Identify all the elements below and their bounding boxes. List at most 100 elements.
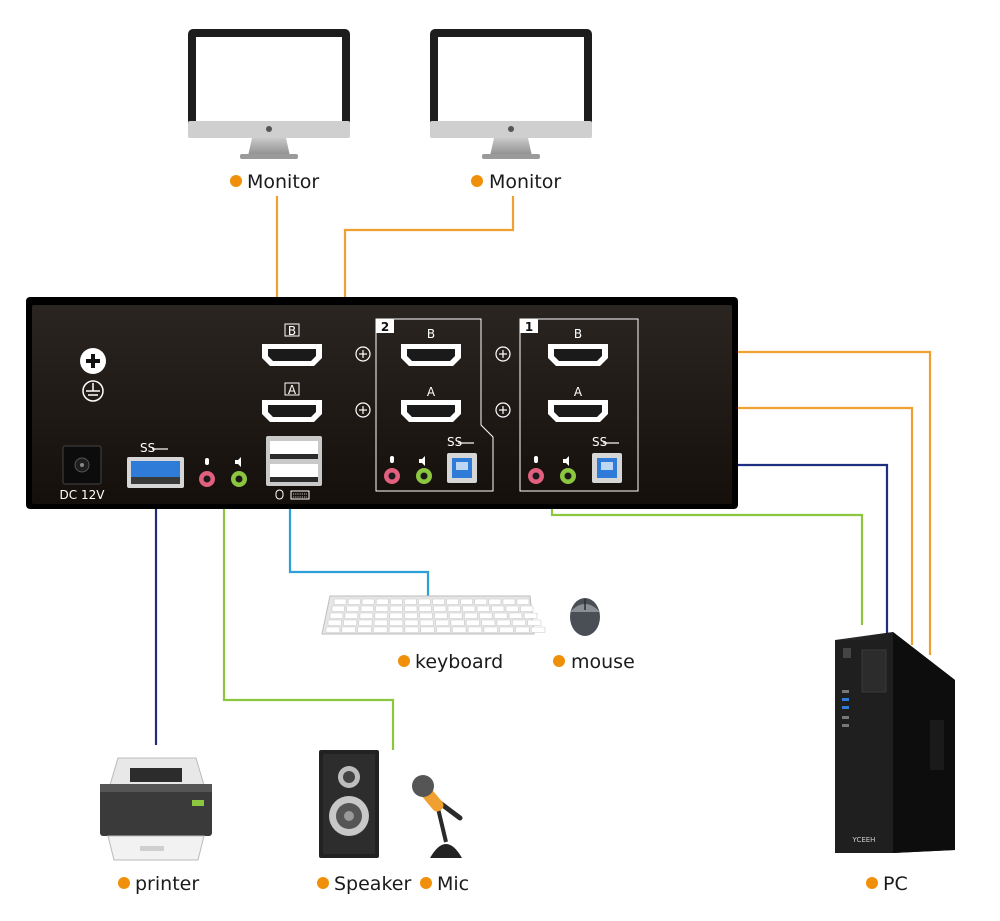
keyboard-key bbox=[346, 605, 360, 612]
mouse-label: mouse bbox=[571, 651, 635, 673]
screw-icon bbox=[495, 402, 511, 418]
keyboard-key bbox=[327, 619, 342, 626]
monitor-a-label: Monitor bbox=[489, 171, 561, 193]
keyboard-key bbox=[508, 612, 523, 619]
keyboard-key bbox=[358, 619, 373, 626]
microphone-illustration bbox=[412, 775, 463, 858]
group-1-number: 1 bbox=[525, 320, 533, 334]
out-a-label: A bbox=[288, 383, 297, 397]
printer-label: printer bbox=[135, 873, 199, 895]
keyboard-key bbox=[343, 619, 358, 626]
keyboard-key bbox=[523, 612, 538, 619]
keyboard-key bbox=[404, 626, 419, 633]
hdmi-out-b: B bbox=[262, 323, 322, 366]
screw-icon bbox=[355, 402, 371, 418]
bullet-icon bbox=[118, 877, 130, 889]
out-b-label: B bbox=[288, 324, 296, 338]
ground-screw-icon bbox=[80, 348, 106, 402]
port-group-2: 2 B A SS bbox=[375, 318, 494, 492]
keyboard-key bbox=[451, 626, 467, 633]
keyboard-key bbox=[360, 605, 374, 612]
keyboard-key bbox=[496, 619, 511, 626]
speaker-jack bbox=[231, 457, 247, 487]
monitor-b bbox=[188, 29, 350, 159]
keyboard-key bbox=[446, 598, 460, 605]
pc-label: PC bbox=[883, 873, 908, 895]
pc-brand: YCEEH bbox=[852, 836, 876, 844]
usb3-port: SS bbox=[127, 441, 184, 488]
keyboard-key bbox=[419, 619, 434, 626]
keyboard-key bbox=[530, 626, 546, 633]
dc-power-jack bbox=[62, 445, 102, 485]
keyboard-key bbox=[375, 605, 389, 612]
keyboard-key bbox=[359, 612, 374, 619]
keyboard-key bbox=[491, 605, 505, 612]
keyboard-key bbox=[331, 605, 345, 612]
keyboard-key bbox=[464, 612, 478, 619]
keyboard-key bbox=[462, 605, 476, 612]
keyboard-key bbox=[404, 619, 419, 626]
keyboard-key bbox=[419, 612, 433, 619]
keyboard-key bbox=[325, 626, 341, 633]
keyboard-key bbox=[493, 612, 508, 619]
mic-label: Mic bbox=[437, 873, 469, 895]
dc-label: DC 12V bbox=[60, 488, 106, 502]
usb2-port-stack bbox=[266, 436, 322, 486]
bullet-icon bbox=[420, 877, 432, 889]
keyboard-key bbox=[357, 626, 372, 633]
group-2-number: 2 bbox=[381, 320, 389, 334]
keyboard-key bbox=[404, 605, 418, 612]
keyboard-key bbox=[435, 619, 450, 626]
mouse-keyboard-icon bbox=[275, 489, 310, 500]
audio-cable-speaker bbox=[222, 488, 395, 750]
keyboard-key bbox=[420, 626, 435, 633]
keyboard-key bbox=[465, 619, 480, 626]
bullet-icon bbox=[471, 175, 483, 187]
group-1-b-label: B bbox=[574, 327, 582, 341]
keyboard-key bbox=[388, 626, 404, 633]
bullet-icon bbox=[866, 877, 878, 889]
keyboard-key bbox=[404, 612, 418, 619]
keyboard-key bbox=[361, 598, 375, 605]
keyboard-key bbox=[460, 598, 474, 605]
group-2-a-label: A bbox=[427, 385, 436, 399]
monitor-a bbox=[430, 29, 592, 159]
keyboard-key bbox=[329, 612, 344, 619]
mic-jack bbox=[199, 458, 215, 487]
keyboard-key bbox=[481, 619, 496, 626]
keyboard-key bbox=[418, 605, 432, 612]
usb-ss-label: SS bbox=[447, 435, 462, 449]
keyboard-key bbox=[433, 605, 447, 612]
keyboard-key bbox=[474, 598, 488, 605]
keyboard-key bbox=[389, 619, 404, 626]
printer-illustration bbox=[100, 757, 212, 861]
keyboard-illustration bbox=[321, 595, 546, 635]
keyboard-key bbox=[449, 612, 463, 619]
keyboard-key bbox=[347, 598, 361, 605]
screw-icon bbox=[495, 346, 511, 362]
keyboard-key bbox=[502, 598, 516, 605]
speaker-label: Speaker bbox=[334, 873, 411, 895]
keyboard-key bbox=[450, 619, 465, 626]
keyboard-key bbox=[511, 619, 526, 626]
keyboard-key bbox=[476, 605, 490, 612]
bullet-icon bbox=[317, 877, 329, 889]
mouse-illustration bbox=[570, 598, 600, 636]
keyboard-key bbox=[389, 612, 403, 619]
keyboard-key bbox=[499, 626, 514, 633]
keyboard-key bbox=[404, 598, 417, 605]
keyboard-key bbox=[344, 612, 359, 619]
keyboard-key bbox=[341, 626, 356, 633]
keyboard-key bbox=[375, 598, 389, 605]
keyboard-key bbox=[418, 598, 431, 605]
keyboard-label: keyboard bbox=[415, 651, 503, 673]
keyboard-key bbox=[434, 612, 448, 619]
keyboard-key bbox=[447, 605, 461, 612]
keyboard-key bbox=[373, 619, 388, 626]
port-group-1: 1 B A SS bbox=[519, 318, 639, 492]
keyboard-key bbox=[520, 605, 534, 612]
hdmi-out-a: A bbox=[262, 382, 322, 422]
keyboard-key bbox=[516, 598, 530, 605]
keyboard-key bbox=[515, 626, 530, 633]
keyboard-key bbox=[373, 626, 388, 633]
